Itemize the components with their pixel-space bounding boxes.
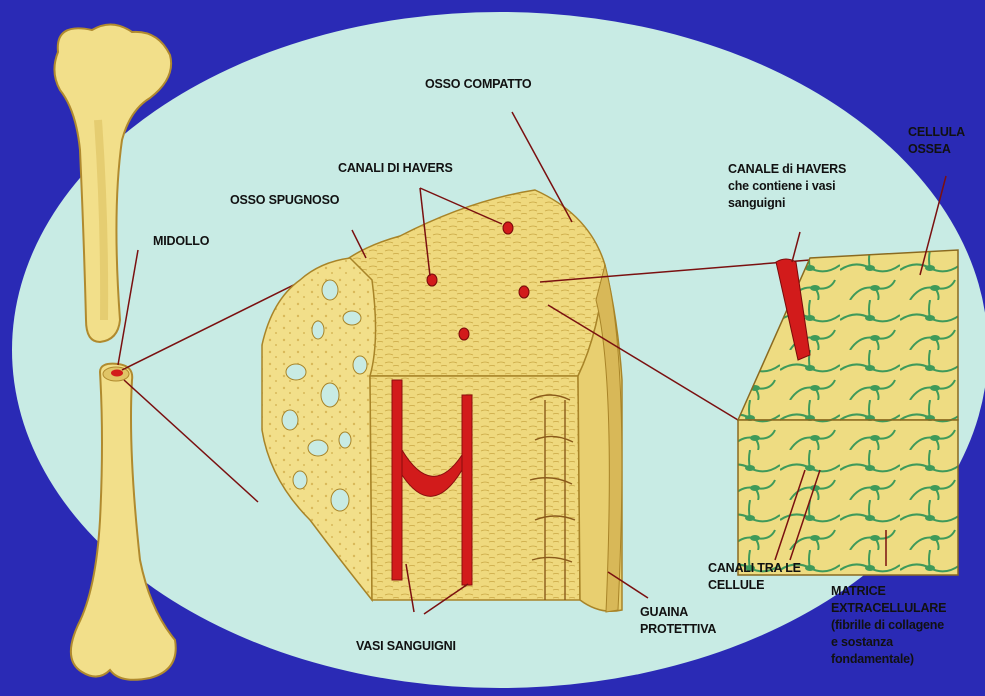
- label-matrice: MATRICE EXTRACELLULARE (fibrille di coll…: [831, 583, 946, 668]
- label-canali-havers: CANALI DI HAVERS: [338, 160, 453, 177]
- label-osso-spugnoso: OSSO SPUGNOSO: [230, 192, 339, 209]
- label-midollo: MIDOLLO: [153, 233, 209, 250]
- label-osso-compatto: OSSO COMPATTO: [425, 76, 531, 93]
- label-cellula-ossea: CELLULA OSSEA: [908, 124, 965, 158]
- label-guaina: GUAINA PROTETTIVA: [640, 604, 716, 638]
- label-canale-havers-detail: CANALE di HAVERS che contiene i vasi san…: [728, 161, 846, 212]
- label-vasi-sanguigni: VASI SANGUIGNI: [356, 638, 456, 655]
- detail-cube-front: [738, 420, 958, 575]
- label-canali-tra-cellule: CANALI TRA LE CELLULE: [708, 560, 801, 594]
- marrow-core: [111, 370, 123, 377]
